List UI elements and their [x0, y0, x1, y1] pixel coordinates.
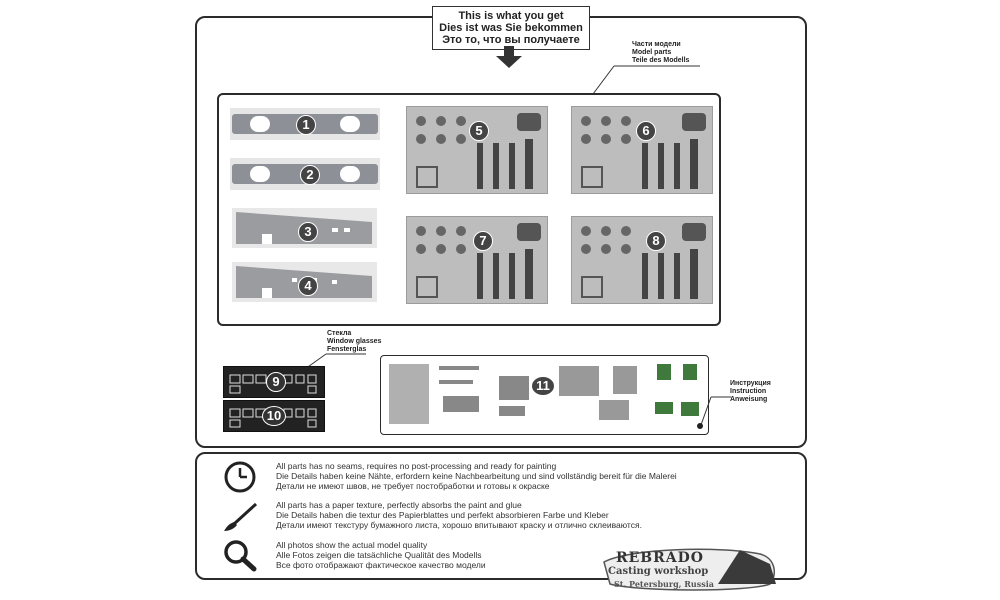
instruction-leader-line [697, 396, 731, 429]
part-badge-7: 7 [473, 231, 493, 251]
glass-sheet-10: 10 [223, 400, 325, 432]
magnifier-icon [224, 540, 257, 572]
window-glasses-callout: Стекла Window glasses Fensterglas [327, 330, 381, 354]
callout-window-glasses-ru: Стекла [327, 330, 352, 337]
part-badge-5: 5 [469, 121, 489, 141]
part-badge-6: 6 [636, 121, 656, 141]
callout-model-parts-ru: Части модели [632, 41, 681, 48]
header-line-de: Dies ist was Sie bekommen [439, 22, 583, 34]
callout-instruction-de: Anweisung [730, 396, 768, 403]
brush-icon [224, 502, 258, 531]
callout-model-parts-en: Model parts [632, 49, 672, 56]
part-badge-10: 10 [262, 406, 286, 426]
sprue-6: 6 [571, 106, 713, 194]
feature-3-line-ru: Все фото отображают фактическое качество… [276, 560, 486, 570]
feature-3-line-de: Alle Fotos zeigen die tatsächliche Quali… [276, 550, 482, 560]
callout-window-glasses-en: Window glasses [327, 338, 382, 345]
callout-model-parts-de: Teile des Modells [632, 57, 690, 64]
sprue-7: 7 [406, 216, 548, 304]
feature-1-line-en: All parts has no seams, requires no post… [276, 461, 557, 471]
part-3-body: 3 [232, 208, 377, 248]
callout-instruction-ru: Инструкция [730, 380, 771, 387]
clock-icon [224, 461, 256, 493]
sprue-8: 8 [571, 216, 713, 304]
feature-3-line-en: All photos show the actual model quality [276, 540, 428, 550]
feature-3-text: All photos show the actual model quality… [276, 540, 606, 570]
header-line-en: This is what you get [458, 10, 564, 22]
feature-2-line-en: All parts has a paper texture, perfectly… [276, 500, 522, 510]
part-badge-3: 3 [298, 222, 318, 242]
part-badge-9: 9 [266, 372, 286, 392]
feature-2-line-de: Die Details haben die textur des Papierb… [276, 510, 609, 520]
part-badge-11: 11 [531, 376, 555, 396]
instruction-panel: 11 [380, 355, 709, 435]
instruction-callout: Инструкция Instruction Anweisung [730, 380, 771, 404]
model-parts-callout: Части модели Model parts Teile des Model… [632, 41, 689, 65]
callout-window-glasses-de: Fensterglas [327, 346, 367, 353]
part-badge-2: 2 [300, 165, 320, 185]
callout-instruction-en: Instruction [730, 388, 767, 395]
part-2-frame: 2 [230, 158, 380, 190]
part-badge-1: 1 [296, 115, 316, 135]
part-badge-4: 4 [298, 276, 318, 296]
feature-1-line-de: Die Details haben keine Nähte, erfordern… [276, 471, 677, 481]
part-4-body: 4 [232, 262, 377, 302]
header-line-ru: Это то, что вы получаете [442, 34, 580, 46]
header-title: This is what you get Dies ist was Sie be… [432, 6, 590, 50]
feature-1-text: All parts has no seams, requires no post… [276, 461, 796, 491]
feature-1-line-ru: Детали не имеют швов, не требует постобр… [276, 481, 550, 491]
logo-location: St. Petersburg, Russia [614, 579, 714, 589]
sprue-5: 5 [406, 106, 548, 194]
feature-2-line-ru: Детали имеют текстуру бумажного листа, х… [276, 520, 642, 530]
feature-2-text: All parts has a paper texture, perfectly… [276, 500, 796, 530]
part-badge-8: 8 [646, 231, 666, 251]
down-arrow-icon [496, 46, 522, 68]
part-1-frame: 1 [230, 108, 380, 140]
rebrado-logo: REBRADO Casting workshop St. Petersburg,… [600, 544, 780, 594]
glass-sheet-9: 9 [223, 366, 325, 398]
logo-name: REBRADO [616, 550, 704, 566]
logo-subtitle: Casting workshop [608, 566, 709, 577]
